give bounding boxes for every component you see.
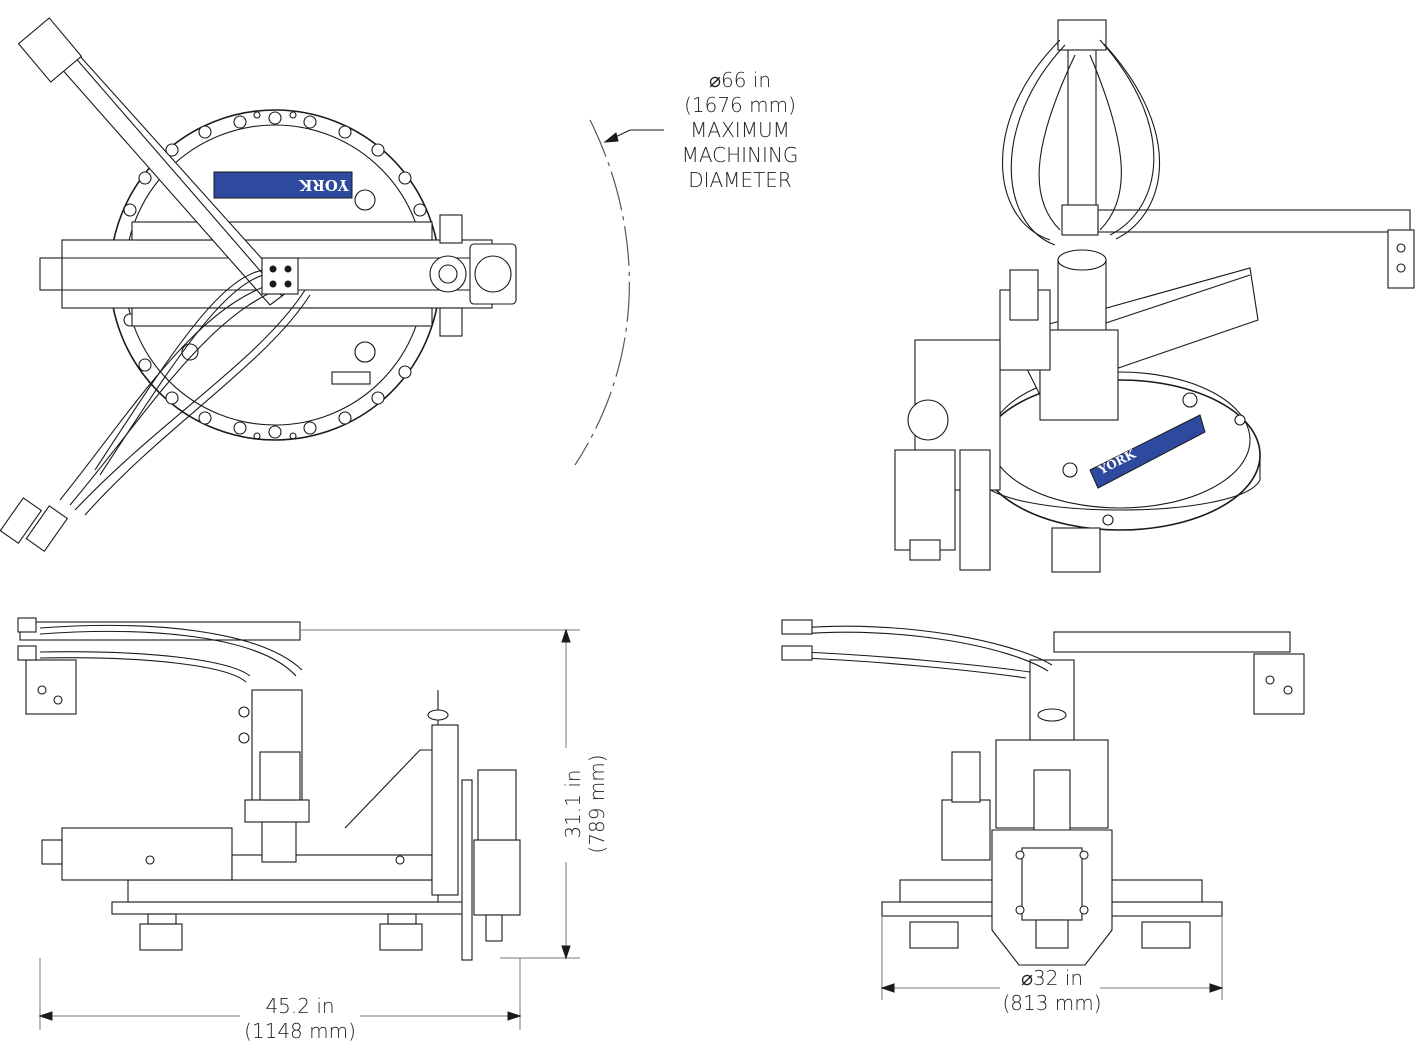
top-view-logo-text: YORK xyxy=(299,176,349,194)
side-width-inch: 45.2 in xyxy=(265,994,335,1018)
isometric-view xyxy=(894,19,1415,573)
side-height-label: 31.1 in (789 mm) xyxy=(561,734,609,874)
front-diameter-inch: ⌀32 in xyxy=(1020,966,1084,990)
side-width-mm: (1148 mm) xyxy=(244,1019,356,1043)
max-diameter-inch: ⌀66 in xyxy=(708,68,772,92)
front-view xyxy=(781,619,1305,966)
side-width-dimension xyxy=(38,958,522,1030)
front-diameter-dimension xyxy=(880,916,1224,1000)
front-diameter-label: ⌀32 in (813 mm) xyxy=(982,966,1122,1016)
diagonal-arm xyxy=(17,17,291,306)
front-diameter-mm: (813 mm) xyxy=(1002,991,1102,1015)
side-height-inch: 31.1 in xyxy=(561,769,585,839)
max-diameter-arc xyxy=(574,119,630,466)
top-view xyxy=(0,17,517,553)
hoses xyxy=(59,268,311,516)
side-height-mm: (789 mm) xyxy=(585,754,609,854)
max-diameter-caption-1: MAXIMUM xyxy=(690,118,790,142)
max-diameter-caption-2: MACHINING xyxy=(681,143,799,167)
logo-plate xyxy=(213,171,353,199)
side-width-label: 45.2 in (1148 mm) xyxy=(230,994,370,1044)
max-diameter-label: ⌀66 in (1676 mm) MAXIMUM MACHINING DIAME… xyxy=(670,68,810,193)
max-diameter-caption-3: DIAMETER xyxy=(688,168,792,192)
side-view xyxy=(17,617,521,961)
max-diameter-mm: (1676 mm) xyxy=(684,93,796,117)
iso-logo-plate xyxy=(1089,414,1206,489)
side-height-dimension xyxy=(300,628,580,960)
